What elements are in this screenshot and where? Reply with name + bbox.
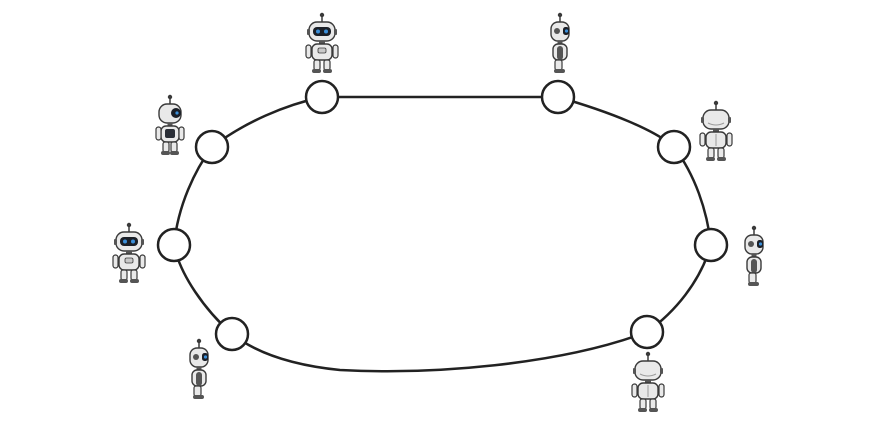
robot-side-icon <box>155 94 185 156</box>
robot-front-icon <box>305 12 339 74</box>
robot-side-icon <box>550 12 570 74</box>
ring-node-7 <box>156 227 192 263</box>
robot-back-icon <box>699 100 733 162</box>
robot-side-icon <box>744 225 764 287</box>
robot-front-icon <box>112 222 146 284</box>
robot-side-icon <box>189 338 209 400</box>
ring-node-6 <box>214 316 250 352</box>
ring-node-5 <box>629 314 665 350</box>
ring-node-1 <box>304 79 340 115</box>
ring-node-4 <box>693 227 729 263</box>
ring-node-8 <box>194 129 230 165</box>
ring-node-2 <box>540 79 576 115</box>
ring-node-3 <box>656 129 692 165</box>
ring-line <box>172 95 713 373</box>
robot-back-icon <box>631 351 665 413</box>
